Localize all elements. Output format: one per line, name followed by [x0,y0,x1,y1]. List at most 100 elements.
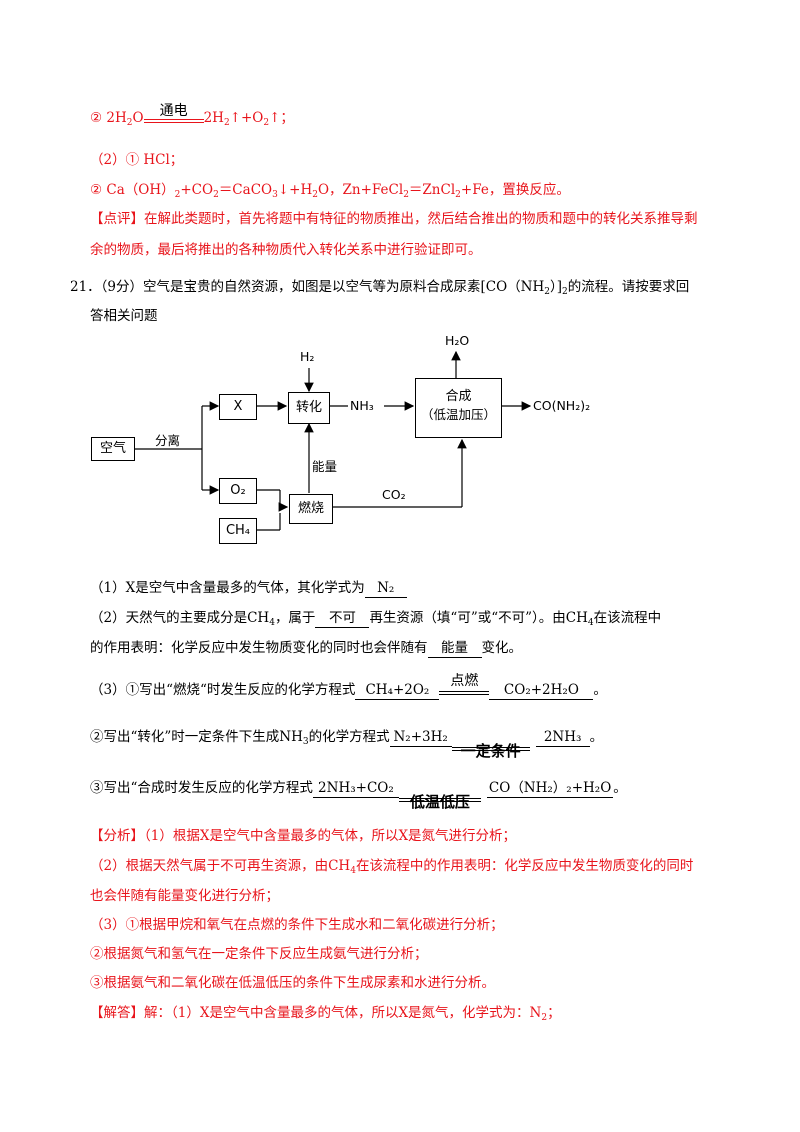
text: ； [547,1005,561,1021]
nh3-label: NH₃ [350,398,374,413]
text: 的流程。请按要求回 [567,279,690,295]
sub: 2 [126,118,133,128]
o2-box: O₂ [219,478,257,504]
text: 2H [203,110,224,126]
separate-label: 分离 [155,433,181,448]
synthesis-label: 合成 [445,389,472,404]
condition-label: 通电 [159,103,188,119]
h2-label: H₂ [300,349,315,364]
text: 。 [613,780,627,796]
text: ② 2H [90,110,127,126]
x-box: X [219,394,257,420]
sub: 4 [350,866,356,876]
sub: 3 [302,737,309,747]
answer-2-line-1: （2）天然气的主要成分是CH4，属于不可再生资源（填“可”或“不可”）。由CH4… [90,608,661,628]
text: ②写出“转化”时一定条件下生成NH [90,729,303,745]
text: ，属于 [274,610,316,626]
solution-1: 【解答】解：（1）X是空气中含量最多的气体，所以X是氮气，化学式为：N2； [90,1003,561,1023]
energy-label: 能量 [312,459,338,474]
sub: 2 [213,190,219,200]
analysis-6: ③根据氨气和二氧化碳在低温低压的条件下生成尿素和水进行分析。 [90,975,495,991]
text: （2）根据天然气属于不可再生资源，由CH [90,858,351,874]
answer-2-2: ② Ca（OH）2+CO2＝CaCO3↓+H2O，Zn+FeCl2＝ZnCl2+… [90,180,570,200]
answer-blank: 不可 [315,609,370,628]
analysis-1: 【分析】（1）根据X是空气中含量最多的气体，所以X是氮气进行分析； [90,828,517,844]
sub: 4 [587,618,594,628]
answer-2-line-2: 的作用表明：化学反应中发生物质变化的同时也会伴随有能量变化。 [90,638,522,658]
text: 再生资源（填“可”或“不可”）。由CH [369,610,588,626]
text: （3）①写出“燃烧“时发生反应的化学方程式 [90,682,356,698]
sub: 2 [312,190,318,200]
sub: 4 [269,618,275,628]
condition-label: 低温低压 [409,793,470,811]
text: 。 [589,729,604,745]
review-line-1: 【点评】在解此类题时，首先将题中有特征的物质推出，然后结合推出的物质和题中的转化… [90,211,698,227]
text: +CO [180,182,214,198]
sub: 2 [223,118,230,128]
condition-arrow: 点燃 [439,673,490,700]
text: 变化。 [481,640,523,656]
text: ③写出“合成时发生反应的化学方程式 [90,780,313,796]
question-21-line-1: 21．（9分）空气是宝贵的自然资源，如图是以空气等为原料合成尿素[CO（NH2）… [70,277,689,297]
co2-label: CO₂ [382,487,406,502]
sub: 2 [541,1013,548,1023]
text: 的化学方程式 [308,729,390,745]
text: 21．（9分）空气是宝贵的自然资源，如图是以空气等为原料合成尿素[CO（NH [70,279,545,295]
text: ↑+O [229,110,264,126]
equation-left: N₂+3H₂ [389,728,452,747]
text: ）] [550,279,563,295]
equation-right: 2NH₃ [535,728,590,747]
text: ↑； [269,110,294,126]
equation-right: CO₂+2H₂O [489,681,594,700]
sub: 2 [403,190,409,200]
text: +Fe，置换反应。 [460,182,570,198]
answer-blank: 能量 [427,639,482,658]
analysis-4: （3）①根据甲烷和氧气在点燃的条件下生成水和二氧化碳进行分析； [90,917,504,933]
equation-left: CH₄+2O₂ [355,681,440,700]
sub: 3 [272,190,278,200]
convert-box: 转化 [288,392,330,424]
text: 在该流程中 [593,610,662,626]
condition-label: 点燃 [450,673,479,689]
text: ＝ZnCl [408,182,456,198]
analysis-2: （2）根据天然气属于不可再生资源，由CH4在该流程中的作用表明：化学反应中发生物… [90,856,693,876]
equation-right: CO（NH₂）₂+H₂O [486,780,614,798]
synthesis-box: 合成 （低温加压） [415,378,502,438]
text: ② Ca（OH） [90,182,175,198]
condition-arrow: 通电 [143,103,204,128]
text: 在该流程中的作用表明：化学反应中发生物质变化的同时 [355,858,694,874]
text: 的作用表明：化学反应中发生物质变化的同时也会伴随有 [90,640,428,656]
sub: 2 [263,118,270,128]
analysis-5: ②根据氮气和氢气在一定条件下反应生成氨气进行分析； [90,946,428,962]
text: O [132,110,144,126]
equation-left: 2NH₃+CO₂ [312,779,399,798]
sub: 2 [562,287,568,297]
text: 【解答】解：（1）X是空气中含量最多的气体，所以X是氮气，化学式为：N [90,1005,542,1021]
h2o-label: H₂O [445,333,470,348]
analysis-3: 也会伴随有能量变化进行分析； [90,888,279,904]
text: ＝CaCO [218,182,273,198]
sub: 2 [544,287,551,297]
text: （1）X是空气中含量最多的气体，其化学式为 [90,580,365,596]
urea-label: CO(NH₂)₂ [533,398,591,413]
text: 。 [593,682,607,698]
answer-2-1: （2）① HCl； [90,152,184,168]
text: （2）天然气的主要成分是CH [90,610,270,626]
air-box: 空气 [91,437,135,461]
answer-blank: N₂ [364,579,407,598]
ch4-box: CH₄ [219,518,257,544]
text: O，Zn+FeCl [317,182,404,198]
condition-label: 一定条件 [460,742,521,760]
text: ↓+H [277,182,313,198]
question-21-line-2: 答相关问题 [90,308,158,324]
review-line-2: 余的物质，最后将推出的各种物质代入转化关系中进行验证即可。 [90,242,482,258]
sub: 2 [174,190,181,200]
synthesis-condition: （低温加压） [420,407,496,422]
sub: 2 [455,190,461,200]
